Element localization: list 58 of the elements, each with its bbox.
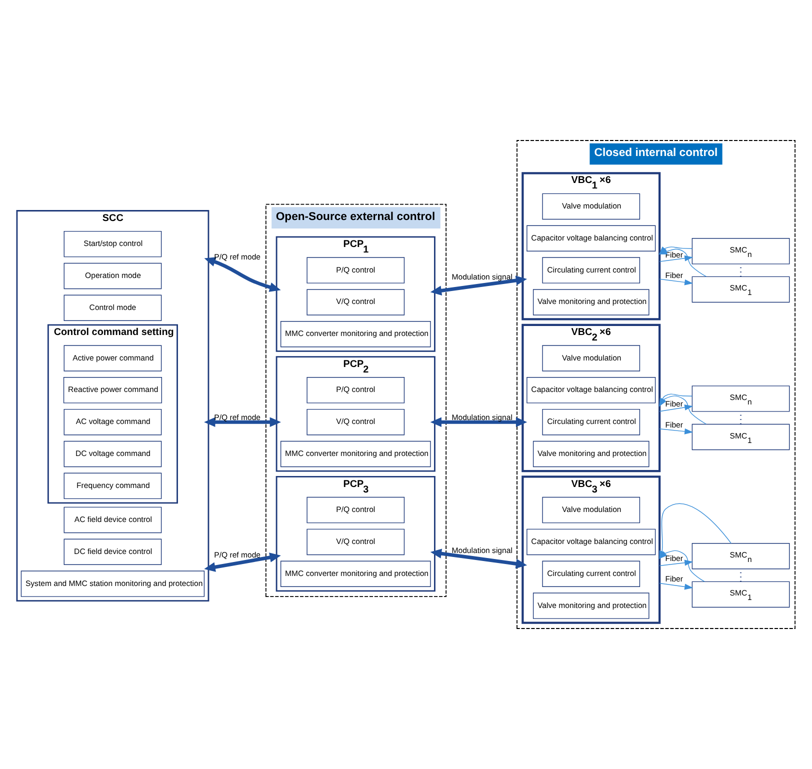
arrow bbox=[430, 417, 528, 427]
node-box: AC voltage command bbox=[64, 408, 162, 436]
node-box: V/Q control bbox=[306, 528, 405, 556]
edge-label: Fiber bbox=[665, 574, 684, 584]
node-box: MMC converter monitoring and protection bbox=[280, 321, 431, 348]
arrow bbox=[204, 552, 281, 572]
arrow bbox=[658, 396, 707, 424]
arrow bbox=[430, 548, 528, 569]
node-box: P/Q control bbox=[306, 257, 405, 284]
arrow bbox=[659, 255, 694, 262]
node-box: Valve modulation bbox=[542, 345, 640, 372]
node-box: Capacitor voltage balancing control bbox=[526, 377, 656, 404]
node-box: Valve monitoring and protection bbox=[532, 289, 650, 316]
arrow bbox=[204, 417, 281, 427]
edge-label: Fiber bbox=[665, 420, 684, 430]
node-box: V/Q control bbox=[306, 289, 405, 316]
edge-label: Fiber bbox=[665, 270, 684, 280]
edge-label: Modulation signal bbox=[452, 412, 512, 422]
arrow bbox=[659, 394, 692, 407]
arrow bbox=[659, 582, 694, 590]
node-box: P/Q control bbox=[306, 496, 405, 524]
arrow bbox=[204, 257, 281, 292]
node-box: Capacitor voltage balancing control bbox=[526, 225, 656, 252]
edge-label: Fiber bbox=[665, 250, 684, 260]
node-box: Valve modulation bbox=[542, 496, 640, 524]
node-box: Valve modulation bbox=[542, 193, 640, 220]
arrow bbox=[659, 404, 694, 412]
edge-label: Fiber bbox=[665, 554, 684, 563]
node-box: Reactive power command bbox=[63, 377, 162, 404]
node-box: Circulating current control bbox=[542, 408, 640, 436]
edge-label: Modulation signal bbox=[452, 272, 512, 282]
node-box: MMC converter monitoring and protection bbox=[280, 560, 431, 587]
node-box: Operation mode bbox=[64, 262, 162, 290]
node-box: Capacitor voltage balancing control bbox=[526, 528, 656, 556]
node-box: Control mode bbox=[64, 294, 162, 322]
node-box: Circulating current control bbox=[542, 560, 640, 587]
node-box: MMC converter monitoring and protection bbox=[280, 440, 431, 468]
edge-label: P/Q ref mode bbox=[214, 412, 261, 422]
edge-label: P/Q ref mode bbox=[214, 550, 261, 560]
edge-label: P/Q ref mode bbox=[214, 252, 261, 262]
node-box: P/Q control bbox=[306, 377, 405, 404]
node-box: DC field device control bbox=[64, 538, 162, 565]
node-box: System and MMC station monitoring and protection bbox=[20, 570, 205, 597]
edge-label: Fiber bbox=[665, 399, 684, 408]
node-box: Frequency command bbox=[64, 472, 162, 500]
node-box: Valve monitoring and protection bbox=[532, 592, 650, 619]
arrow bbox=[659, 428, 694, 434]
node-box: Start/stop control bbox=[64, 230, 162, 258]
node-box: Valve monitoring and protection bbox=[532, 440, 650, 468]
node-box: Active power command bbox=[64, 345, 162, 372]
edge-label: Modulation signal bbox=[452, 546, 512, 556]
node-box: DC voltage command bbox=[64, 440, 162, 468]
node-box: V/Q control bbox=[306, 408, 405, 436]
arrow bbox=[659, 560, 694, 566]
arrow bbox=[430, 276, 528, 296]
node-box: Circulating current control bbox=[542, 257, 640, 284]
arrow bbox=[659, 278, 694, 286]
node-box: AC field device control bbox=[64, 506, 162, 534]
